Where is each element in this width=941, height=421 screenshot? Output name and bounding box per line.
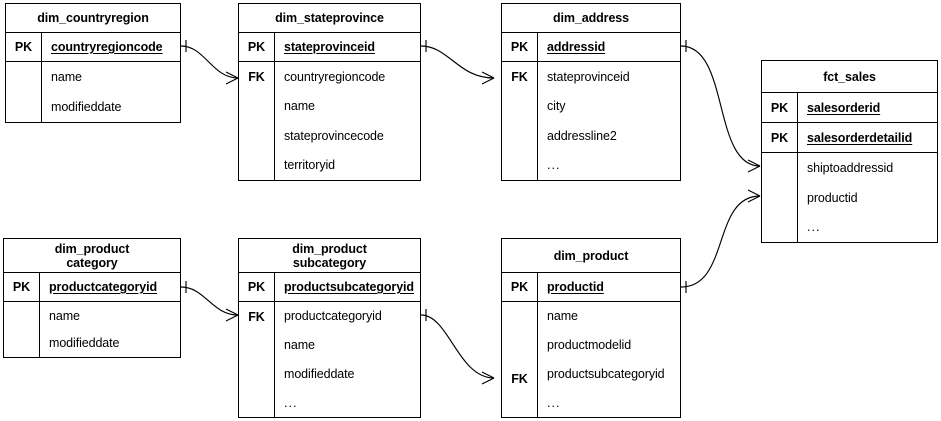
attribute-addressline2: addressline2 — [547, 128, 617, 143]
key-tag-pk: PK — [502, 273, 538, 301]
entity-key-row[interactable]: PK productid — [502, 273, 680, 302]
attribute-name: name — [49, 308, 80, 323]
field-countryregioncode: countryregioncode — [51, 40, 163, 54]
relationship-address-fctsales[interactable] — [680, 40, 761, 173]
key-tag-pk: PK — [502, 33, 538, 61]
entity-attributes: FK countryregioncode name stateprovincec… — [239, 62, 420, 180]
attribute-more: ... — [547, 395, 561, 410]
attribute-name: name — [547, 309, 578, 324]
entity-dim-productcategory[interactable]: dim_product category PK productcategoryi… — [3, 238, 181, 358]
entity-title: dim_countryregion — [6, 4, 180, 33]
attribute-key-column — [6, 62, 42, 122]
entity-key-row[interactable]: PK stateprovinceid — [239, 33, 420, 62]
attribute-name: name — [51, 70, 82, 84]
attribute-modifieddate: modifieddate — [49, 336, 120, 351]
field-productsubcategoryid: productsubcategoryid — [284, 280, 414, 294]
field-productid: productid — [547, 280, 604, 294]
attribute-countryregioncode: countryregioncode — [284, 69, 386, 84]
entity-title: dim_product category — [4, 239, 180, 273]
field-salesorderdetailid: salesorderdetailid — [807, 130, 913, 145]
entity-key-row[interactable]: PK salesorderdetailid — [762, 123, 937, 153]
entity-dim-product[interactable]: dim_product PK productid FK name product… — [501, 238, 681, 418]
attribute-territoryid: territoryid — [284, 158, 335, 173]
attribute-key-column — [4, 302, 40, 357]
attribute-stateprovincecode: stateprovincecode — [284, 128, 384, 143]
attribute-productsubcategoryid: productsubcategoryid — [547, 366, 665, 381]
key-tag-pk: PK — [239, 273, 275, 301]
entity-key-row[interactable]: PK salesorderid — [762, 93, 937, 123]
entity-dim-address[interactable]: dim_address PK addressid FK stateprovinc… — [501, 3, 681, 181]
entity-title: dim_product — [502, 239, 680, 273]
attribute-more: ... — [547, 158, 561, 173]
attribute-key-column: FK — [239, 62, 275, 180]
attribute-name: name — [284, 99, 315, 114]
attribute-key-column: FK — [502, 302, 538, 417]
relationship-countryregion-stateprovince[interactable] — [180, 40, 239, 85]
key-tag-pk: PK — [4, 273, 40, 301]
entity-attributes: FK name productmodelid productsubcategor… — [502, 302, 680, 417]
entity-attributes: FK productcategoryid name modifieddate .… — [239, 302, 420, 417]
entity-fct-sales[interactable]: fct_sales PK salesorderid PK salesorderd… — [761, 60, 938, 243]
entity-key-row[interactable]: PK addressid — [502, 33, 680, 62]
entity-attributes: name modifieddate — [6, 62, 180, 122]
key-tag-fk: FK — [248, 70, 265, 84]
attribute-name: name — [284, 338, 315, 353]
field-stateprovinceid: stateprovinceid — [284, 40, 375, 54]
relationship-stateprovince-address[interactable] — [420, 40, 495, 85]
entity-key-row[interactable]: PK countryregioncode — [6, 33, 180, 62]
entity-attributes: shiptoaddressid productid ... — [762, 153, 937, 242]
attribute-key-column: FK — [502, 62, 538, 180]
entity-attributes: FK stateprovinceid city addressline2 ... — [502, 62, 680, 180]
entity-title: dim_address — [502, 4, 680, 33]
key-tag-fk: FK — [511, 372, 528, 386]
key-tag-pk: PK — [762, 123, 798, 152]
entity-dim-productsubcategory[interactable]: dim_product subcategory PK productsubcat… — [238, 238, 421, 418]
attribute-more: ... — [284, 395, 298, 410]
entity-dim-stateprovince[interactable]: dim_stateprovince PK stateprovinceid FK … — [238, 3, 421, 181]
entity-dim-countryregion[interactable]: dim_countryregion PK countryregioncode n… — [5, 3, 181, 123]
attribute-key-column — [762, 153, 798, 242]
entity-title: dim_product subcategory — [239, 239, 420, 273]
key-tag-fk: FK — [511, 70, 528, 84]
relationship-product-fctsales[interactable] — [680, 189, 761, 293]
relationship-subcategory-product[interactable] — [420, 309, 495, 385]
entity-title: fct_sales — [762, 61, 937, 93]
attribute-shiptoaddressid: shiptoaddressid — [807, 160, 894, 175]
attribute-modifieddate: modifieddate — [284, 366, 355, 381]
key-tag-pk: PK — [6, 33, 42, 61]
attribute-modifieddate: modifieddate — [51, 100, 122, 114]
entity-key-row[interactable]: PK productsubcategoryid — [239, 273, 420, 302]
attribute-more: ... — [807, 220, 821, 235]
attribute-stateprovinceid: stateprovinceid — [547, 69, 630, 84]
key-tag-fk: FK — [248, 310, 265, 324]
relationship-productcategory-subcategory[interactable] — [180, 281, 239, 322]
entity-key-row[interactable]: PK productcategoryid — [4, 273, 180, 302]
entity-title: dim_stateprovince — [239, 4, 420, 33]
attribute-city: city — [547, 99, 566, 114]
attribute-productcategoryid: productcategoryid — [284, 309, 382, 324]
key-tag-pk: PK — [239, 33, 275, 61]
field-salesorderid: salesorderid — [807, 100, 881, 115]
attribute-productid: productid — [807, 190, 858, 205]
field-productcategoryid: productcategoryid — [49, 280, 158, 294]
attribute-productmodelid: productmodelid — [547, 338, 632, 353]
entity-attributes: name modifieddate — [4, 302, 180, 357]
key-tag-pk: PK — [762, 93, 798, 122]
field-addressid: addressid — [547, 40, 606, 54]
attribute-key-column: FK — [239, 302, 275, 417]
